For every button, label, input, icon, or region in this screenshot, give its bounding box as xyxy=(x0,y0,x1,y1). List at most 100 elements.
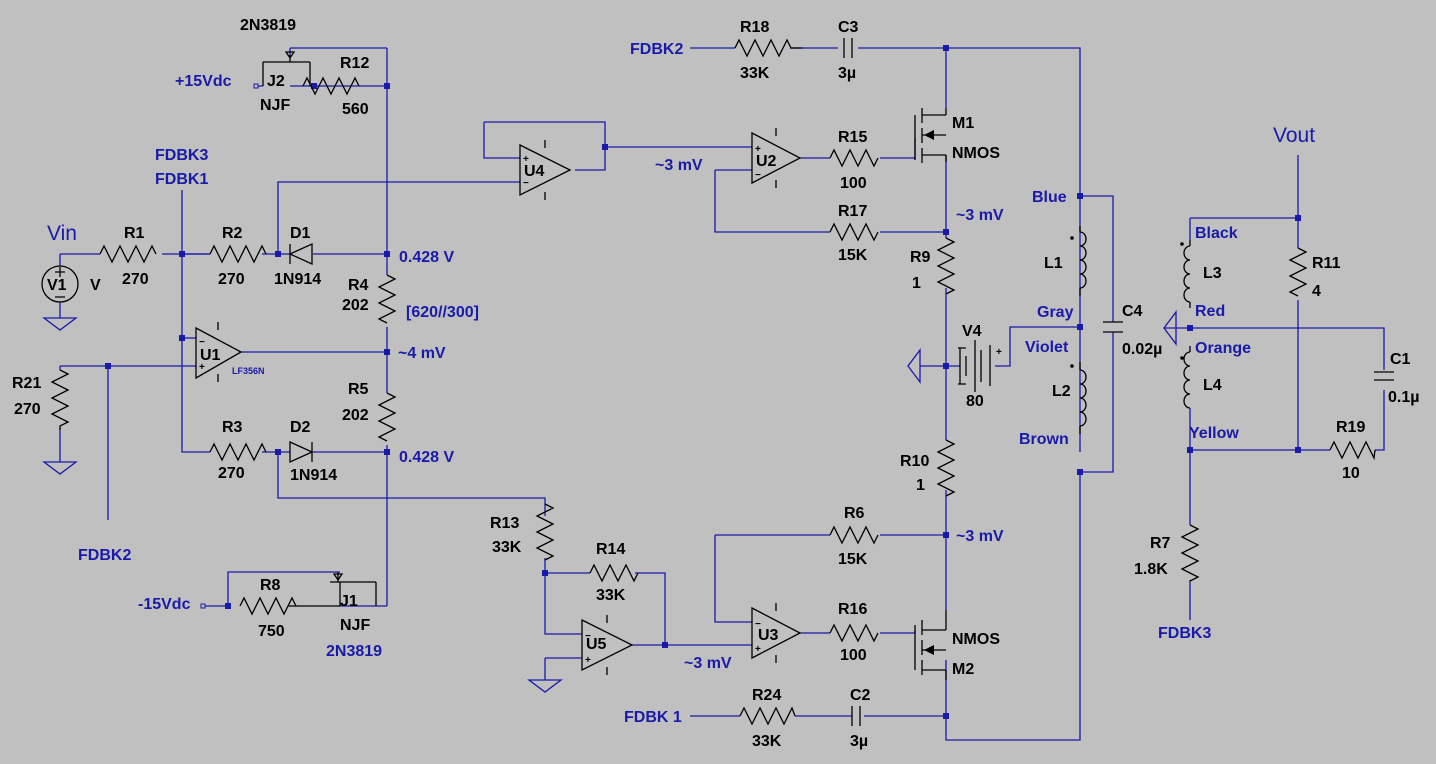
label-r4-note: [620//300] xyxy=(406,304,479,321)
label-c2: C2 xyxy=(850,687,871,704)
voltage-source-v1 xyxy=(41,265,79,303)
label-r21: R21 xyxy=(12,375,41,392)
label-r19: R19 xyxy=(1336,419,1365,436)
resistor-r6 xyxy=(829,525,879,545)
label-2n3819-top: 2N3819 xyxy=(240,17,296,34)
label-m2-type: NMOS xyxy=(952,631,1000,648)
label-red: Red xyxy=(1195,303,1225,320)
jfets xyxy=(200,51,377,609)
opamp-u1: − + xyxy=(195,322,243,382)
label-fdbk2-left: FDBK2 xyxy=(78,547,131,564)
svg-text:−: − xyxy=(755,170,761,181)
label-r5: R5 xyxy=(348,381,369,398)
resistor-r9 xyxy=(936,237,956,295)
label-r3-val: 270 xyxy=(218,465,245,482)
label-j1-part: 2N3819 xyxy=(326,643,382,660)
label-v-top: 0.428 V xyxy=(399,249,454,266)
label-u2: U2 xyxy=(756,153,777,170)
label-l1: L1 xyxy=(1044,255,1063,272)
label-vout: Vout xyxy=(1273,124,1315,147)
capacitor-c3 xyxy=(843,38,853,58)
label-r13: R13 xyxy=(490,515,519,532)
label-r9: R9 xyxy=(910,249,931,266)
label-r8: R8 xyxy=(260,577,281,594)
label-r5-val: 202 xyxy=(342,407,369,424)
inductor-l2 xyxy=(1079,362,1087,434)
mosfets xyxy=(914,108,947,680)
label-r13-val: 33K xyxy=(492,539,522,556)
label-r17: R17 xyxy=(838,203,867,220)
label-orange: Orange xyxy=(1195,340,1251,357)
label-r2-val: 270 xyxy=(218,271,245,288)
label-brown: Brown xyxy=(1019,431,1069,448)
capacitor-c1 xyxy=(1374,371,1394,381)
resistor-r18 xyxy=(734,38,802,58)
opamp-u4: + − xyxy=(519,140,572,200)
inductors xyxy=(1070,226,1191,434)
label-r6: R6 xyxy=(844,505,865,522)
svg-text:−: − xyxy=(199,337,205,348)
svg-text:+: + xyxy=(199,362,205,373)
inductor-l4 xyxy=(1183,346,1191,409)
jfet-j1 xyxy=(200,572,377,609)
label-fdbk1-net: FDBK1 xyxy=(155,171,208,188)
label-c3: C3 xyxy=(838,19,859,36)
label-r2: R2 xyxy=(222,225,243,242)
label-d2: D2 xyxy=(290,419,311,436)
label-u1: U1 xyxy=(200,347,221,364)
svg-text:−: − xyxy=(523,178,529,189)
label-blue: Blue xyxy=(1032,189,1067,206)
label-m1: M1 xyxy=(952,115,974,132)
label-c1-val: 0.1µ xyxy=(1388,389,1419,406)
label-c4: C4 xyxy=(1122,303,1143,320)
label-r14: R14 xyxy=(596,541,625,558)
label-c1: C1 xyxy=(1390,351,1411,368)
resistors xyxy=(50,38,1376,726)
label-r11: R11 xyxy=(1312,255,1341,272)
label-violet: Violet xyxy=(1025,339,1069,356)
label-m1-type: NMOS xyxy=(952,145,1000,162)
opamp-u3: − + xyxy=(751,603,802,663)
label-u3: U3 xyxy=(758,627,779,644)
label-r18: R18 xyxy=(740,19,769,36)
label-v4-val: 80 xyxy=(966,393,984,410)
label-r9-val: 1 xyxy=(912,275,921,292)
label-u4: U4 xyxy=(524,163,545,180)
resistor-r7 xyxy=(1180,524,1200,582)
opamp-u2: + − xyxy=(751,128,802,188)
label-l3: L3 xyxy=(1203,265,1222,282)
label-j1-type: NJF xyxy=(340,617,370,634)
label-u3-in: ~3 mV xyxy=(684,655,732,672)
resistor-r5 xyxy=(377,392,397,442)
label-l4: L4 xyxy=(1203,377,1222,394)
resistor-r21 xyxy=(50,369,70,430)
label-v-bot: 0.428 V xyxy=(399,449,454,466)
label-r16: R16 xyxy=(838,601,867,618)
label-j1: J1 xyxy=(340,593,358,610)
opamp-u5: − + xyxy=(581,615,634,675)
jfet-j2 xyxy=(253,51,311,89)
label-r4: R4 xyxy=(348,277,369,294)
resistor-r10 xyxy=(936,439,956,497)
mosfet-m2 xyxy=(914,610,947,680)
label-vin: Vin xyxy=(47,222,77,245)
label-u5: U5 xyxy=(586,636,607,653)
label-l2: L2 xyxy=(1052,383,1071,400)
label-plus15vdc: +15Vdc xyxy=(175,73,232,90)
label-c3-val: 3µ xyxy=(838,65,856,82)
capacitor-c2 xyxy=(851,706,861,726)
label-r4-val: 202 xyxy=(342,297,369,314)
label-u2-in: ~3 mV xyxy=(655,157,703,174)
svg-text:+: + xyxy=(585,655,591,666)
svg-text:−: − xyxy=(585,631,591,642)
label-mv-m1: ~3 mV xyxy=(956,207,1004,224)
label-fdbk3-bot: FDBK3 xyxy=(1158,625,1211,642)
svg-text:−: − xyxy=(755,619,761,630)
label-c4-val: 0.02µ xyxy=(1122,341,1162,358)
label-r16-val: 100 xyxy=(840,647,867,664)
diodes xyxy=(288,242,314,464)
label-u1-type: LF356N xyxy=(232,366,265,376)
label-v4: V4 xyxy=(962,323,982,340)
